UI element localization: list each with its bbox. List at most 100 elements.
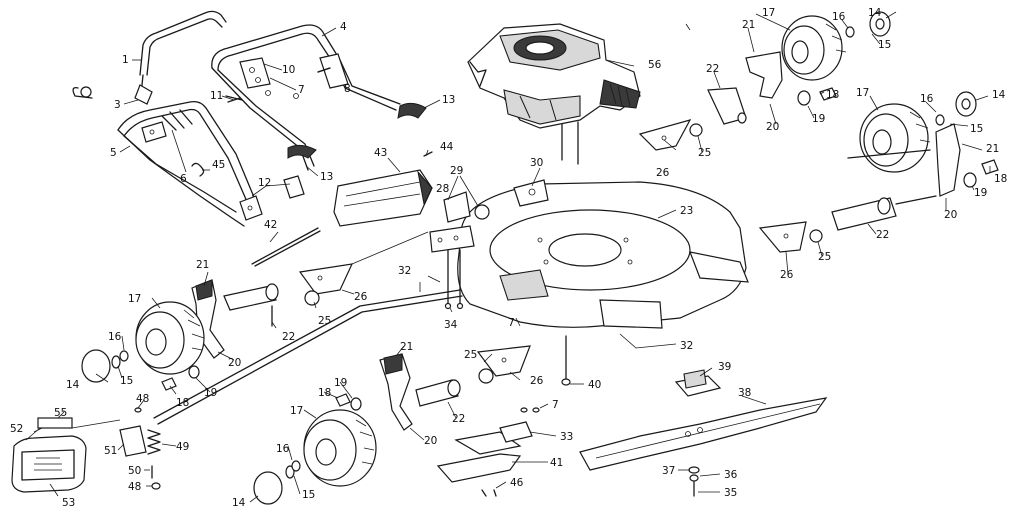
- callout-5: 5: [110, 147, 117, 159]
- callout-11: 11: [210, 90, 223, 102]
- axle-shaft-part-22-left: [223, 283, 279, 327]
- callout-22-d: 22: [452, 413, 465, 425]
- callout-14-a: 14: [868, 7, 882, 19]
- callout-20-c: 20: [228, 357, 241, 369]
- callout-14-b: 14: [992, 89, 1006, 101]
- callout-55: 55: [54, 407, 67, 419]
- callout-33: 33: [560, 431, 573, 443]
- callout-32-b: 32: [680, 340, 693, 352]
- small-screws-part-46: [481, 407, 540, 497]
- callout-16-c: 16: [108, 331, 122, 343]
- callout-25-c: 25: [318, 315, 331, 327]
- callout-15-a: 15: [878, 39, 891, 51]
- washers-lower: [335, 393, 362, 411]
- callout-21-c: 21: [196, 259, 209, 271]
- callout-labels: 1 3 4 5 6 7 8 10 11 12 13 13 14 15 16 17…: [10, 7, 1007, 509]
- mower-deck-part-23: [457, 181, 749, 329]
- bracket-part-51: [119, 425, 147, 457]
- callout-35: 35: [724, 487, 737, 499]
- lower-handle-part-5: [117, 100, 257, 227]
- wheel-part-17-top-right: [781, 15, 847, 81]
- callout-18-d: 18: [318, 387, 331, 399]
- hubcap-part-14-right: [935, 91, 977, 126]
- callout-51: 51: [104, 445, 117, 457]
- callout-7-c: 7: [552, 399, 559, 411]
- callout-21-a: 21: [742, 19, 755, 31]
- callout-6: 6: [180, 173, 187, 185]
- hubcap-part-14-lower: [253, 460, 301, 505]
- bracket-part-21-lower: [379, 353, 413, 431]
- callout-18-a: 18: [826, 89, 839, 101]
- callout-22-b: 22: [876, 229, 889, 241]
- plate-part-33: [499, 421, 533, 443]
- rear-flap-part-43: [333, 169, 433, 227]
- callout-28: 28: [436, 183, 449, 195]
- bag-part-52: [11, 435, 87, 493]
- baffle-part-26-b: [758, 221, 823, 253]
- callout-30: 30: [530, 157, 543, 169]
- callout-3: 3: [114, 99, 121, 111]
- upper-handle-part-1: [139, 10, 227, 101]
- callout-16-a: 16: [832, 11, 846, 23]
- callout-16-b: 16: [920, 93, 934, 105]
- hubcap-part-14-left: [81, 349, 111, 383]
- callout-48-a: 48: [136, 393, 149, 405]
- callout-53: 53: [62, 497, 75, 509]
- callout-34: 34: [444, 319, 458, 331]
- callout-15-c: 15: [120, 375, 133, 387]
- callout-10: 10: [282, 64, 295, 76]
- callout-25-a: 25: [698, 147, 711, 159]
- bag-frame-lead: [153, 289, 463, 425]
- callout-26-d: 26: [530, 375, 544, 387]
- callout-29: 29: [450, 165, 463, 177]
- callout-8: 8: [344, 83, 351, 95]
- callout-4: 4: [340, 21, 347, 33]
- callout-12: 12: [258, 177, 271, 189]
- callout-41: 41: [550, 457, 563, 469]
- callout-19-a: 19: [812, 113, 825, 125]
- axle-part-22-right: [831, 195, 937, 231]
- callout-26-a: 26: [656, 167, 670, 179]
- callout-14-c: 14: [66, 379, 80, 391]
- callout-19-b: 19: [974, 187, 987, 199]
- callout-20-a: 20: [766, 121, 779, 133]
- callout-37: 37: [662, 465, 675, 477]
- callout-26-b: 26: [780, 269, 794, 281]
- baffle-part-26-d: [476, 345, 531, 384]
- spring-part-49: [147, 429, 161, 455]
- callout-19-d: 19: [334, 377, 347, 389]
- upper-handle-part-4: [211, 24, 427, 171]
- callout-14-d: 14: [232, 497, 246, 509]
- baffle-part-26-a: [638, 119, 703, 151]
- callout-17-d: 17: [290, 405, 303, 417]
- small-fasteners: [191, 67, 331, 177]
- callout-46: 46: [510, 477, 524, 489]
- callout-7-b: 7: [508, 317, 515, 329]
- callout-15-d: 15: [302, 489, 315, 501]
- callout-16-d: 16: [276, 443, 290, 455]
- callout-52: 52: [10, 423, 23, 435]
- callout-20-b: 20: [944, 209, 957, 221]
- blade-bolt-part-40: [561, 335, 571, 386]
- axle-bracket-part-28: [429, 191, 475, 253]
- callout-49: 49: [176, 441, 189, 453]
- callout-45: 45: [212, 159, 225, 171]
- callout-21-d: 21: [400, 341, 413, 353]
- bracket-part-21-right: [935, 123, 999, 197]
- rod-part-42: [251, 227, 321, 267]
- blade-bolt-part-35: [688, 466, 700, 497]
- callout-20-d: 20: [424, 435, 437, 447]
- height-bolts-part-34: [444, 249, 464, 310]
- callout-17-a: 17: [762, 7, 775, 19]
- callout-44: 44: [440, 141, 454, 153]
- callout-56: 56: [648, 59, 662, 71]
- callout-21-b: 21: [986, 143, 999, 155]
- callout-18-c: 18: [176, 397, 189, 409]
- callout-13-b: 13: [320, 171, 333, 183]
- bracket-part-21-top-right: [707, 51, 837, 125]
- callout-50: 50: [128, 465, 141, 477]
- callout-17-b: 17: [856, 87, 869, 99]
- adjuster-part-30: [513, 179, 549, 207]
